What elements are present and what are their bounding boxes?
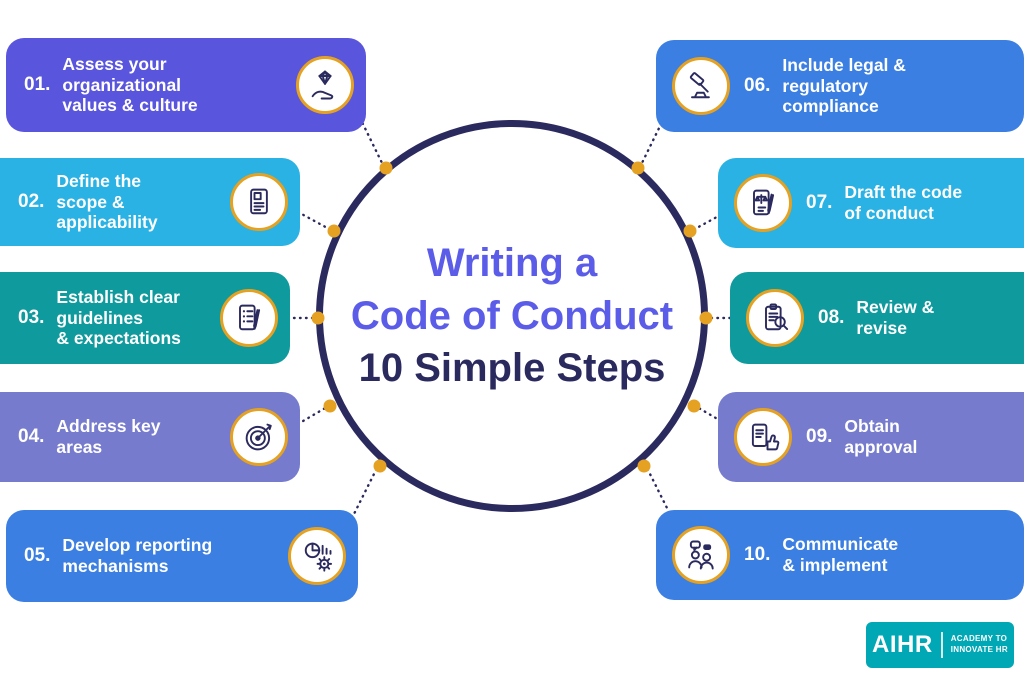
step-number: 02. [18, 191, 45, 212]
step-label: Obtain approval [844, 416, 918, 457]
clipboard-magnifier-icon [746, 289, 804, 347]
target-icon [230, 408, 288, 466]
people-chat-icon [672, 526, 730, 584]
step-box-03: 03. Establish clear guidelines & expecta… [0, 272, 290, 364]
connector-dot [637, 459, 651, 473]
step-box-08: 08. Review & revise [730, 272, 1024, 364]
step-label: Draft the code of conduct [844, 182, 963, 223]
aihr-logo-brand: AIHR [872, 631, 933, 658]
step-box-01: 01. Assess your organizational values & … [6, 38, 366, 132]
connector-dot [327, 224, 341, 238]
gem-in-hand-icon [296, 56, 354, 114]
title-line-2: Code of Conduct [350, 293, 674, 338]
center-title-circle: Writing a Code of Conduct 10 Simple Step… [316, 120, 708, 512]
step-label: Include legal & regulatory compliance [782, 55, 906, 117]
aihr-tagline-line-2: INNOVATE HR [950, 645, 1008, 654]
draft-document-pen-icon [734, 174, 792, 232]
step-label: Review & revise [856, 297, 935, 338]
step-number: 04. [18, 426, 45, 447]
step-number: 05. [24, 545, 51, 566]
aihr-tagline-line-1: ACADEMY TO [950, 634, 1008, 644]
step-label: Assess your organizational values & cult… [62, 54, 198, 116]
step-number: 01. [24, 74, 51, 95]
guidelines-checklist-icon [220, 289, 278, 347]
step-number: 06. [744, 75, 771, 96]
step-number: 08. [818, 307, 845, 328]
aihr-logo-tagline: ACADEMY TO INNOVATE HR [951, 634, 1008, 656]
step-number: 09. [806, 426, 833, 447]
step-number: 07. [806, 192, 833, 213]
connector-dot [699, 311, 713, 325]
document-scope-icon [230, 173, 288, 231]
connector-dot [311, 311, 325, 325]
connector-dot [631, 161, 645, 175]
step-box-04: 04. Address key areas [0, 392, 300, 482]
step-box-10: 10. Communicate & implement [656, 510, 1024, 600]
step-number: 03. [18, 307, 45, 328]
connector-dot [683, 224, 697, 238]
title-line-3: 10 Simple Steps [358, 346, 666, 391]
gavel-icon [672, 57, 730, 115]
step-box-09: 09. Obtain approval [718, 392, 1024, 482]
step-number: 10. [744, 544, 771, 565]
step-box-05: 05. Develop reporting mechanisms [6, 510, 358, 602]
step-box-02: 02. Define the scope & applicability [0, 158, 300, 246]
step-label: Establish clear guidelines & expectation… [56, 287, 181, 349]
step-box-06: 06. Include legal & regulatory complianc… [656, 40, 1024, 132]
aihr-logo-divider [940, 632, 943, 658]
step-label: Communicate & implement [782, 534, 899, 575]
approval-thumbs-up-icon [734, 408, 792, 466]
connector-dot [373, 459, 387, 473]
aihr-logo: AIHR ACADEMY TO INNOVATE HR [866, 622, 1014, 668]
step-label: Define the scope & applicability [56, 171, 158, 233]
step-label: Address key areas [56, 416, 161, 457]
step-box-07: 07. Draft the code of conduct [718, 158, 1024, 248]
report-chart-gear-icon [288, 527, 346, 585]
step-label: Develop reporting mechanisms [62, 535, 213, 576]
connector-dot [323, 399, 337, 413]
title-line-1: Writing a [426, 240, 598, 285]
connector-dot [687, 399, 701, 413]
connector-dot [379, 161, 393, 175]
